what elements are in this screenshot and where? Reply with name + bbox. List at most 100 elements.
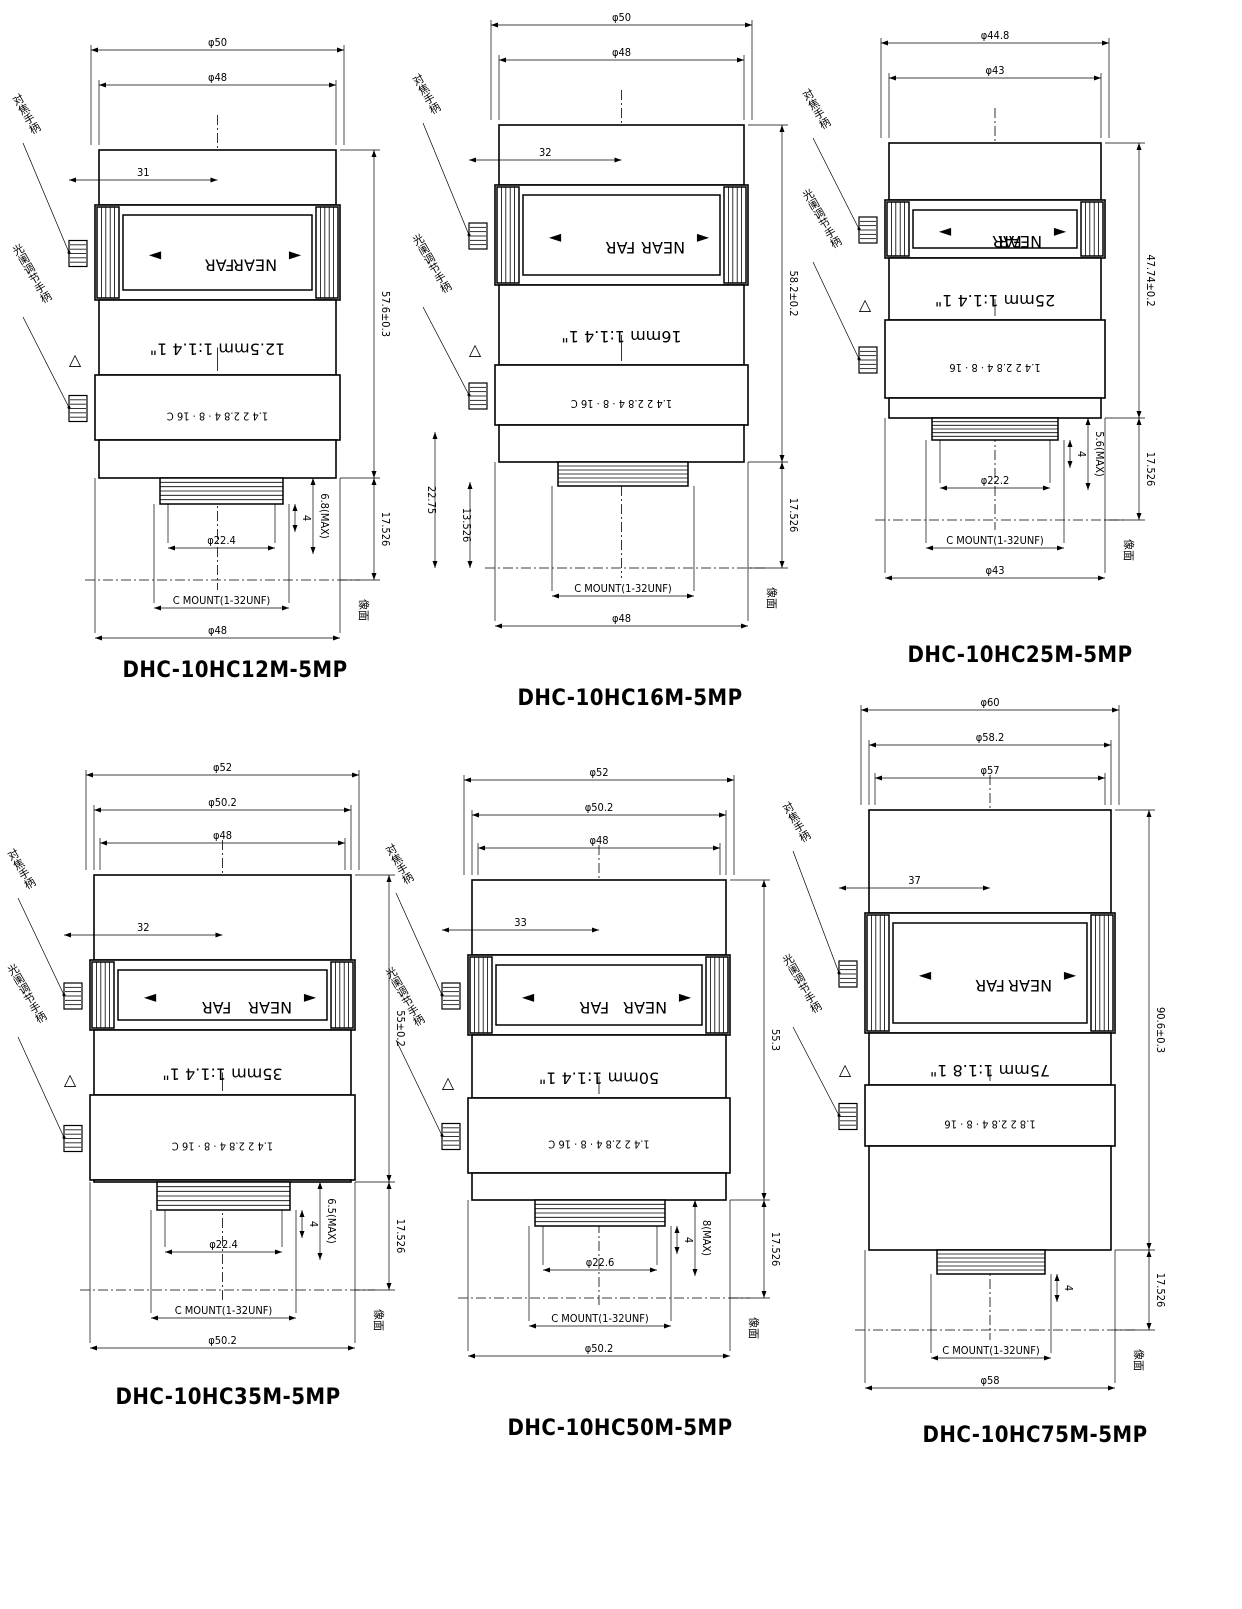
dim-d-bottom: φ50.2 bbox=[89, 1182, 356, 1351]
mount-thread bbox=[159, 477, 284, 505]
svg-text:C MOUNT(1-32UNF): C MOUNT(1-32UNF) bbox=[942, 1344, 1040, 1357]
front-barrel bbox=[868, 809, 1112, 914]
dim-thread-d: φ22.6 bbox=[542, 1226, 658, 1273]
svg-text:对焦手柄: 对焦手柄 bbox=[409, 71, 443, 117]
svg-text:4: 4 bbox=[300, 515, 313, 521]
svg-text:C MOUNT(1-32UNF): C MOUNT(1-32UNF) bbox=[551, 1312, 649, 1325]
svg-text:58.2±0.2: 58.2±0.2 bbox=[787, 270, 800, 316]
far-label: FAR bbox=[605, 238, 635, 257]
dim-d-mid: φ48 bbox=[98, 71, 337, 145]
svg-text:90.6±0.3: 90.6±0.3 bbox=[1154, 1007, 1167, 1053]
focus-knob bbox=[68, 239, 88, 268]
iris-handle-callout: 光阑调节手柄 bbox=[409, 231, 471, 397]
iris-handle-callout: 光阑调节手柄 bbox=[779, 951, 841, 1117]
near-label: NEAR bbox=[623, 998, 667, 1017]
near-arrow-left-icon: ◄ bbox=[522, 987, 535, 1006]
dim-d-bottom: φ48 bbox=[494, 462, 749, 629]
focus-grip-right bbox=[330, 961, 354, 1029]
svg-text:33: 33 bbox=[514, 916, 527, 929]
warning-icon: △ bbox=[64, 1070, 77, 1089]
near-label: NEAR bbox=[233, 256, 277, 275]
iris-scale: 1.8 2 2.8 4 · 8 · 16 bbox=[944, 1118, 1035, 1131]
rear-barrel bbox=[98, 439, 337, 479]
dim-mount: C MOUNT(1-32UNF) bbox=[925, 440, 1065, 551]
dim-flange: 17.526 bbox=[779, 462, 800, 568]
svg-text:17.526: 17.526 bbox=[769, 1232, 782, 1267]
svg-text:φ58: φ58 bbox=[980, 1374, 999, 1387]
dim-knob-offset: 33 bbox=[442, 916, 599, 933]
dim-d-inner: φ48 bbox=[99, 829, 346, 870]
svg-text:32: 32 bbox=[137, 921, 150, 934]
iris-scale: 1.4 2 2.8 4 · 8 · 16 C bbox=[167, 410, 268, 423]
svg-text:17.526: 17.526 bbox=[1154, 1273, 1167, 1308]
svg-text:17.526: 17.526 bbox=[787, 498, 800, 533]
svg-text:φ48: φ48 bbox=[612, 612, 631, 625]
svg-text:C MOUNT(1-32UNF): C MOUNT(1-32UNF) bbox=[574, 582, 672, 595]
dim-4: 4 bbox=[1054, 1274, 1075, 1302]
dim-knob-offset: 32 bbox=[469, 146, 622, 163]
rear-barrel bbox=[471, 1172, 727, 1201]
rear-barrel bbox=[888, 397, 1102, 419]
dim-d-bottom: φ58 bbox=[864, 1250, 1116, 1391]
focus-grip-left bbox=[469, 956, 493, 1034]
focus-handle-callout: 对焦手柄 bbox=[779, 799, 841, 975]
dim-extra2: 13.526 bbox=[460, 482, 473, 568]
dim-thread-d: φ22.2 bbox=[939, 440, 1051, 491]
near-arrow-right-icon: ► bbox=[679, 987, 692, 1006]
image-plane-label: 像面 bbox=[747, 1317, 760, 1339]
warning-icon: △ bbox=[839, 1060, 852, 1079]
near-arrow-right-icon: ► bbox=[697, 227, 710, 246]
svg-text:5.6(MAX): 5.6(MAX) bbox=[1093, 431, 1106, 477]
svg-text:φ50: φ50 bbox=[612, 11, 631, 24]
svg-text:φ50: φ50 bbox=[208, 36, 227, 49]
model-label-12m: DHC-10HC12M-5MP bbox=[122, 658, 348, 683]
svg-text:φ50.2: φ50.2 bbox=[208, 1334, 237, 1347]
iris-scale: 1.4 2 2.8 4 · 8 · 16 C bbox=[172, 1140, 273, 1153]
near-arrow-left-icon: ◄ bbox=[149, 245, 162, 264]
near-arrow-right-icon: ► bbox=[1054, 221, 1067, 240]
svg-text:17.526: 17.526 bbox=[1144, 452, 1157, 487]
dim-d-bottom: φ48 bbox=[94, 478, 341, 641]
iris-handle-callout: 光阑调节手柄 bbox=[4, 961, 66, 1139]
svg-text:4: 4 bbox=[307, 1221, 320, 1227]
svg-text:φ43: φ43 bbox=[985, 564, 1004, 577]
svg-text:4: 4 bbox=[1062, 1285, 1075, 1291]
svg-text:8(MAX): 8(MAX) bbox=[700, 1220, 713, 1256]
warning-icon: △ bbox=[859, 295, 872, 314]
svg-text:φ43: φ43 bbox=[985, 64, 1004, 77]
dim-extra1: 22.75 bbox=[425, 432, 438, 568]
focus-grip-right bbox=[1090, 914, 1114, 1032]
mount-thread bbox=[534, 1199, 666, 1227]
dim-knob-offset: 32 bbox=[64, 921, 223, 938]
dim-max: 8(MAX) bbox=[692, 1200, 713, 1276]
focus-grip-right bbox=[723, 186, 747, 284]
near-arrow-right-icon: ► bbox=[289, 245, 302, 264]
iris-knob bbox=[468, 382, 488, 410]
dim-d-top: φ60 bbox=[860, 696, 1120, 805]
dim-4: 4 bbox=[292, 504, 313, 532]
svg-text:φ57: φ57 bbox=[980, 764, 999, 777]
svg-text:32: 32 bbox=[539, 146, 552, 159]
model-label-50m: DHC-10HC50M-5MP bbox=[507, 1416, 733, 1441]
dim-max: 6.5(MAX) bbox=[317, 1182, 338, 1260]
dim-flange: 17.526 bbox=[386, 1182, 407, 1290]
dim-4: 4 bbox=[299, 1210, 320, 1238]
iris-scale: 1.4 2 2.8 4 · 8 · 16 bbox=[949, 361, 1040, 374]
dim-thread-d: φ22.4 bbox=[167, 504, 276, 551]
near-arrow-right-icon: ► bbox=[1064, 965, 1077, 984]
svg-text:31: 31 bbox=[137, 166, 150, 179]
svg-text:对焦手柄: 对焦手柄 bbox=[779, 799, 813, 845]
svg-text:37: 37 bbox=[908, 874, 921, 887]
front-barrel bbox=[98, 149, 337, 206]
dim-mount: C MOUNT(1-32UNF) bbox=[551, 486, 695, 599]
model-label-75m: DHC-10HC75M-5MP bbox=[922, 1423, 1148, 1448]
svg-text:22.75: 22.75 bbox=[425, 486, 438, 514]
svg-text:光阑调节手柄: 光阑调节手柄 bbox=[9, 241, 54, 306]
iris-knob bbox=[68, 394, 88, 423]
svg-text:φ22.2: φ22.2 bbox=[981, 474, 1010, 487]
dim-mount: C MOUNT(1-32UNF) bbox=[150, 1210, 297, 1321]
dim-mount: C MOUNT(1-32UNF) bbox=[930, 1274, 1052, 1361]
focus-grip-right bbox=[705, 956, 729, 1034]
iris-ring bbox=[89, 1094, 356, 1181]
